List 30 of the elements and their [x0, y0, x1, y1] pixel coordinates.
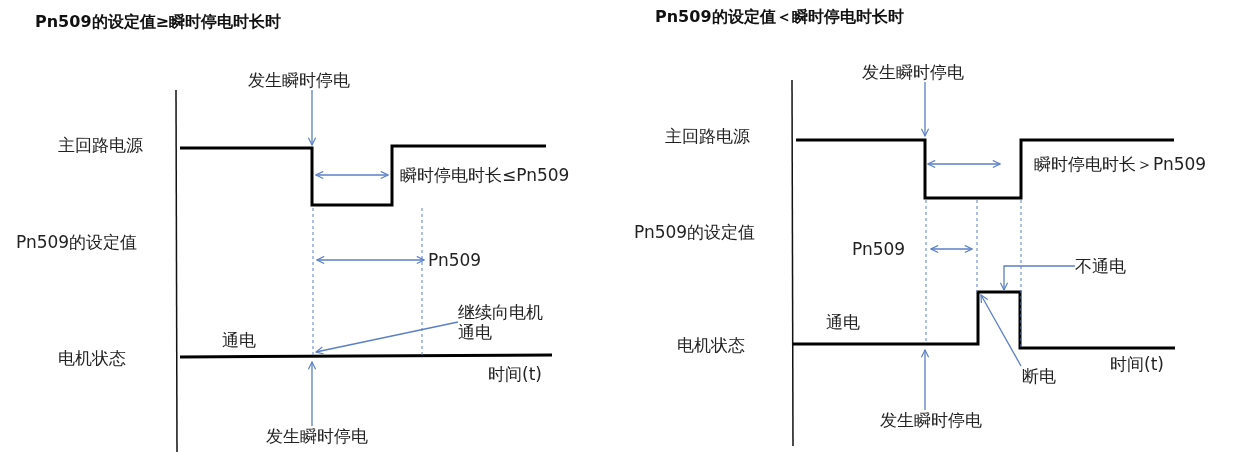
- dimension-label: 瞬时停电时长＞Pn509: [1034, 154, 1207, 174]
- event-label: 发生瞬时停电: [880, 410, 982, 430]
- leader-line: [999, 265, 1076, 291]
- panel-title: Pn509的设定值＜瞬时停电时长时: [655, 7, 904, 27]
- leader-line: [920, 81, 930, 137]
- dimension-label: Pn509: [852, 239, 906, 259]
- axis-label: 时间(t): [1110, 354, 1164, 374]
- leader-line: [920, 349, 930, 411]
- event-label: 断电: [1022, 366, 1056, 386]
- axis-label: 时间(t): [488, 364, 542, 384]
- event-label: 发生瞬时停电: [266, 426, 368, 446]
- state-label: 通电: [826, 312, 860, 332]
- signal-name: 电机状态: [677, 335, 745, 355]
- signal-name: Pn509的设定值: [16, 232, 138, 252]
- event-label: 发生瞬时停电: [862, 62, 964, 82]
- event-label: 不通电: [1075, 256, 1126, 276]
- signal-name: Pn509的设定值: [634, 222, 756, 242]
- event-label: 继续向电机通电: [458, 302, 546, 342]
- dimension-label: Pn509: [428, 250, 482, 270]
- signal-name: 主回路电源: [58, 135, 143, 155]
- dimension-label: 瞬时停电时长≤Pn509: [400, 165, 570, 185]
- leader-line: [980, 294, 1022, 367]
- state-label: 通电: [222, 330, 256, 350]
- event-label: 发生瞬时停电: [248, 70, 350, 90]
- signal-name: 主回路电源: [665, 126, 750, 146]
- leader-line: [307, 89, 317, 146]
- signal-name: 电机状态: [58, 348, 126, 368]
- leader-line: [307, 361, 317, 427]
- panel-title: Pn509的设定值≥瞬时停电时长时: [35, 12, 281, 32]
- leader-line: [315, 321, 459, 355]
